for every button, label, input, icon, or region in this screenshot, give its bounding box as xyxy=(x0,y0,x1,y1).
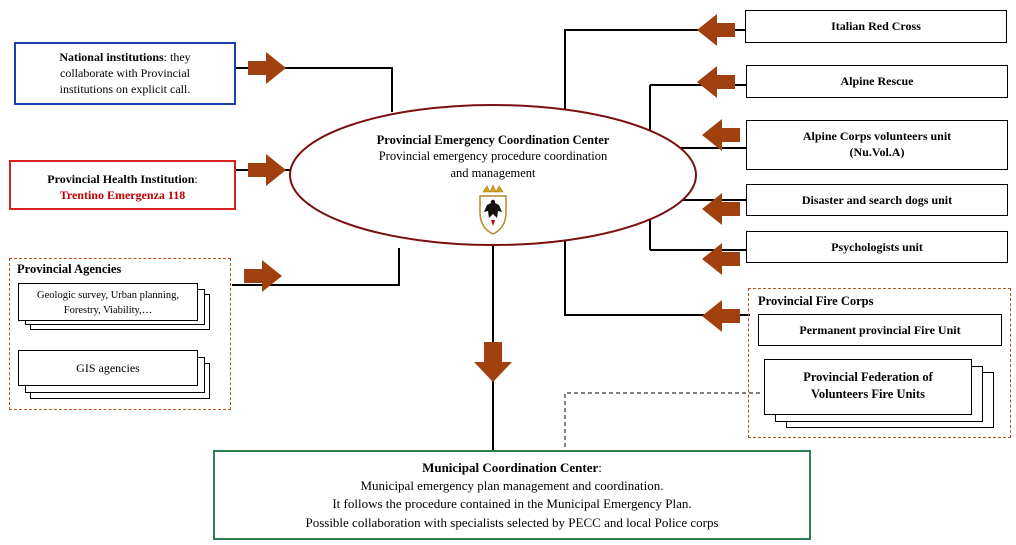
geo-stack-front: Geologic survey, Urban planning, Forestr… xyxy=(18,283,198,321)
geo-line1: Geologic survey, Urban planning, xyxy=(37,290,179,301)
arrow-right-3 xyxy=(244,260,282,292)
permanent-fire-unit-box: Permanent provincial Fire Unit xyxy=(758,314,1002,346)
permanent-fire-unit-label: Permanent provincial Fire Unit xyxy=(799,323,961,337)
arrow-left-5 xyxy=(702,243,740,275)
coat-of-arms-icon xyxy=(479,184,507,235)
arrow-left-3 xyxy=(702,119,740,151)
federation-stack-front: Provincial Federation of Volunteers Fire… xyxy=(764,359,972,415)
arrow-left-4 xyxy=(702,193,740,225)
arrow-right-1 xyxy=(248,52,286,84)
provincial-agencies-title: Provincial Agencies xyxy=(17,262,122,276)
alpine-rescue-box: Alpine Rescue xyxy=(746,65,1008,98)
national-text2: collaborate with Provincial xyxy=(60,66,190,81)
center-line2: and management xyxy=(450,165,536,180)
national-institutions-box: National institutions: they collaborate … xyxy=(14,42,236,105)
federation-line1: Provincial Federation of xyxy=(803,370,933,384)
national-title: National institutions xyxy=(59,50,164,64)
municipal-title: Municipal Coordination Center xyxy=(422,460,599,475)
psychologists-label: Psychologists unit xyxy=(831,240,923,254)
fire-corps-group xyxy=(748,288,1011,438)
disaster-dogs-label: Disaster and search dogs unit xyxy=(801,193,953,207)
health-institution-box: Provincial Health Institution: Trentino … xyxy=(9,160,236,210)
alpine-corps-line1: Alpine Corps volunteers unit xyxy=(802,129,952,143)
gis-stack-front: GIS agencies xyxy=(18,350,198,386)
health-subtitle: Trentino Emergenza 118 xyxy=(59,188,186,203)
alpine-corps-box: Alpine Corps volunteers unit (Nu.Vol.A) xyxy=(746,120,1008,170)
municipal-line3: Possible collaboration with specialists … xyxy=(305,514,719,530)
health-title: Provincial Health Institution xyxy=(47,172,195,186)
federation-line2: Volunteers Fire Units xyxy=(811,386,925,401)
municipal-line2: It follows the procedure contained in th… xyxy=(332,496,692,512)
national-text3: institutions on explicit call. xyxy=(59,82,191,97)
health-colon: : xyxy=(194,172,198,186)
arrow-left-1 xyxy=(697,14,735,46)
geo-line2: Forestry, Viability,… xyxy=(63,305,153,317)
psychologists-box: Psychologists unit xyxy=(746,231,1008,263)
arrow-left-6 xyxy=(702,300,740,332)
national-text1: : they xyxy=(163,50,191,64)
gis-label: GIS agencies xyxy=(76,361,140,375)
center-title: Provincial Emergency Coordination Center xyxy=(376,133,610,147)
alpine-rescue-label: Alpine Rescue xyxy=(840,74,914,88)
municipal-center-box: Municipal Coordination Center: Municipal… xyxy=(213,450,811,540)
center-ellipse xyxy=(289,104,697,246)
fire-corps-title: Provincial Fire Corps xyxy=(758,294,874,308)
municipal-colon: : xyxy=(598,460,602,475)
disaster-dogs-box: Disaster and search dogs unit xyxy=(746,184,1008,216)
arrow-left-2 xyxy=(697,66,735,98)
center-line1: Provincial emergency procedure coordinat… xyxy=(378,149,608,164)
arrow-down xyxy=(474,342,512,382)
italian-red-cross-label: Italian Red Cross xyxy=(831,19,921,33)
center-text: Provincial Emergency Coordination Center… xyxy=(330,132,656,181)
provincial-agencies-group xyxy=(9,258,231,410)
italian-red-cross-box: Italian Red Cross xyxy=(745,10,1007,43)
municipal-line1: Municipal emergency plan management and … xyxy=(360,478,664,494)
arrow-right-2 xyxy=(248,154,286,186)
fire-dashed-line xyxy=(564,392,760,450)
alpine-corps-line2: (Nu.Vol.A) xyxy=(849,145,905,160)
